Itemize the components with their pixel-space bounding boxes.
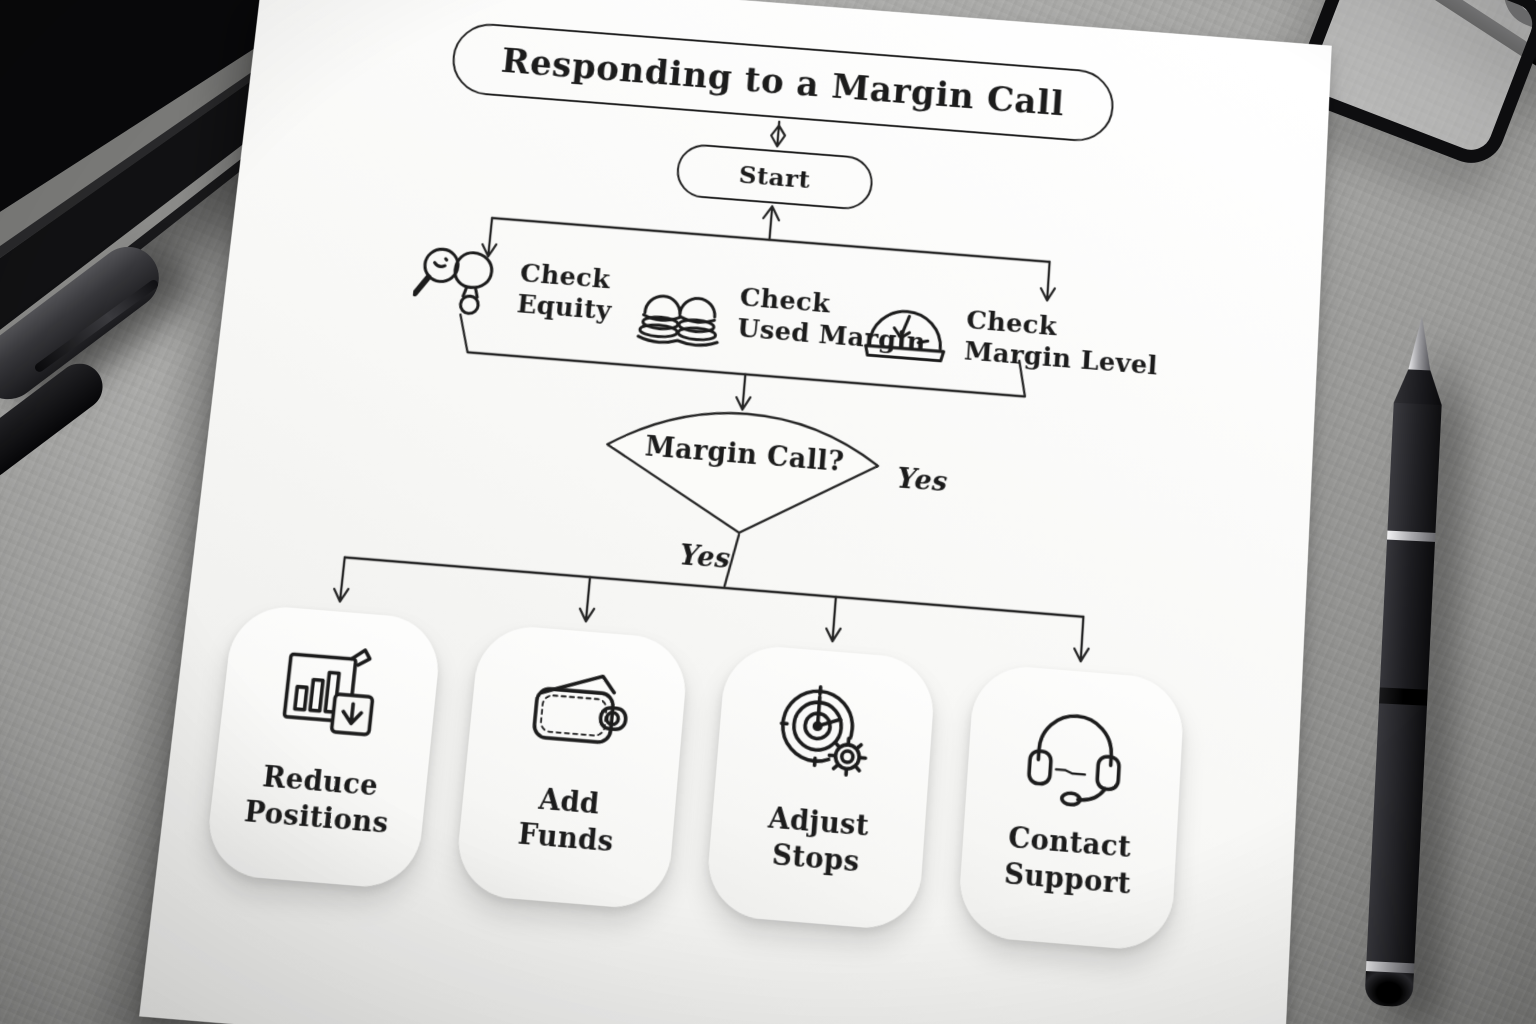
pen-tip	[1408, 315, 1433, 370]
arrow-to-adjust-stops	[825, 596, 842, 641]
start-label: Start	[737, 160, 812, 194]
headset-icon	[1019, 694, 1132, 815]
pen-end-cap	[1364, 971, 1414, 1008]
wallet-icon	[519, 653, 635, 774]
arrow-to-contact-support	[1074, 616, 1091, 662]
magnifier-money-icon	[410, 239, 509, 329]
pen-nose	[1394, 369, 1444, 405]
ballpoint-pen	[1364, 315, 1446, 1017]
target-gear-icon	[768, 673, 882, 794]
action-label: Add Funds	[516, 783, 615, 859]
yes-label-down: Yes	[678, 540, 732, 576]
coins-icon	[633, 266, 729, 350]
flowchart-paper: Responding to a Margin Call Start Check …	[139, 0, 1332, 1024]
arrow-to-reduce-positions	[333, 557, 352, 602]
action-label: Reduce Positions	[242, 761, 390, 841]
action-card-reduce-positions: Reduce Positions	[203, 603, 444, 891]
pen-barrel	[1366, 703, 1427, 964]
arrow-to-add-funds	[579, 577, 597, 622]
check-equity-node: Check Equity	[410, 239, 617, 338]
arrow-to-decision	[735, 374, 752, 410]
connector-branch-start	[769, 209, 772, 240]
flowchart-connectors	[139, 0, 1332, 1024]
arrow-to-check-margin-level	[1040, 261, 1056, 301]
action-card-adjust-stops: Adjust Stops	[704, 642, 937, 932]
yes-label-right: Yes	[895, 463, 949, 499]
decision-shape	[600, 403, 881, 543]
action-card-add-funds: Add Funds	[453, 623, 690, 912]
action-card-contact-support: Contact Support	[956, 662, 1186, 953]
pen-barrel	[1379, 539, 1435, 690]
check-margin-level-label: Check Margin Level	[963, 305, 1159, 382]
chart-decrease-icon	[271, 634, 388, 754]
action-label: Adjust Stops	[766, 802, 871, 879]
action-label: Contact Support	[1003, 822, 1132, 901]
pen-barrel	[1387, 402, 1442, 533]
check-equity-label: Check Equity	[515, 259, 613, 327]
gauge-icon	[858, 292, 954, 371]
